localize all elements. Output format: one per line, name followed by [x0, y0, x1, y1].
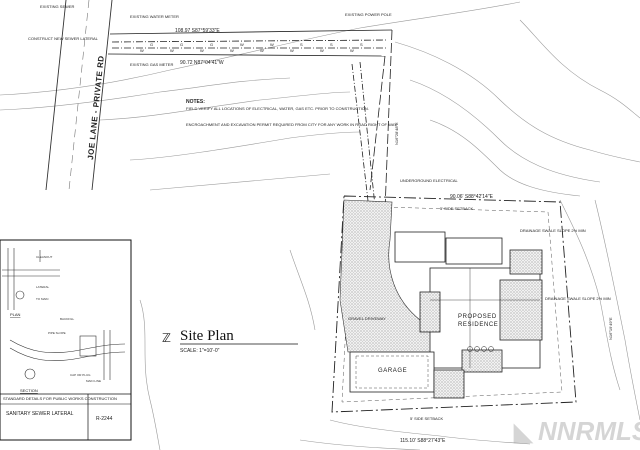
label-existing-sewer: EXISTING SEWER [40, 4, 75, 9]
property-lot [331, 195, 577, 413]
watermark-logo-icon: ◣ [513, 419, 534, 446]
detail-title: SANITARY SEWER LATERAL [6, 411, 74, 417]
detail-number: R-2244 [96, 416, 113, 422]
svg-text:W: W [140, 48, 144, 53]
note-1: FIELD VERIFY ALL LOCATIONS OF ELECTRICAL… [186, 106, 369, 111]
svg-text:PIPE SLOPE: PIPE SLOPE [48, 331, 66, 335]
label-proposed: PROPOSED [458, 314, 497, 320]
notes-block: NOTES: FIELD VERIFY ALL LOCATIONS OF ELE… [186, 99, 397, 127]
title-block: ℤ Site Plan SCALE: 1"=10'-0" [162, 328, 298, 354]
watermark: ◣ NNRMLS [513, 416, 640, 446]
label-setback-top: 5' SIDE SETBACK [440, 206, 474, 211]
label-gravel-driveway: GRAVEL DRIVEWAY [348, 316, 386, 321]
label-power-pole: EXISTING POWER POLE [345, 12, 392, 17]
svg-text:W: W [170, 48, 174, 53]
svg-text:CLEANOUT: CLEANOUT [36, 255, 53, 259]
bearing-lot-bottom: 115.10' S88°27'43"E [400, 438, 446, 444]
label-drainage-swale-1: DRAINAGE SWALE SLOPE 2% MIN [520, 228, 586, 233]
svg-text:W: W [270, 42, 274, 47]
label-garage: GARAGE [378, 368, 407, 374]
bearing-right: N16°19'49"E [608, 317, 613, 340]
north-arrow-icon: ℤ [162, 331, 171, 345]
site-plan-scale: SCALE: 1"=10'-0" [180, 348, 220, 354]
label-gas-meter: EXISTING GAS METER [130, 62, 173, 67]
detail-header: STANDARD DETAILS FOR PUBLIC WORKS CONSTR… [3, 396, 117, 401]
road [45, 0, 113, 191]
garage [349, 351, 465, 399]
label-water-meter: EXISTING WATER METER [130, 14, 179, 19]
bearing-left: N16°28'48"E [394, 122, 399, 145]
label-underground-electrical: UNDERGROUND ELECTRICAL [400, 178, 459, 183]
notes-heading: NOTES: [186, 99, 205, 105]
svg-text:S: S [360, 42, 363, 47]
svg-text:LATERAL: LATERAL [36, 285, 49, 289]
residence [394, 231, 543, 373]
sewer-detail-panel: CLEANOUT LATERAL TO MAIN BACKFILL PIPE SLO… [0, 239, 132, 441]
residence-fixtures [467, 346, 494, 352]
bearing-top-south: 90.72 N87°04'41"W [180, 60, 224, 66]
watermark-text: NNRMLS [538, 416, 640, 446]
svg-text:W: W [290, 48, 294, 53]
svg-text:W: W [200, 48, 204, 53]
svg-text:BACKFILL: BACKFILL [60, 317, 75, 321]
label-construct-sewer: CONSTRUCT NEW SEWER LATERAL [28, 36, 99, 41]
note-2: ENCROACHMENT AND EXCAVATION PERMIT REQUI… [186, 122, 397, 127]
svg-text:G: G [150, 42, 153, 47]
detail-plan-label: PLAN [10, 312, 21, 317]
svg-text:W: W [260, 48, 264, 53]
label-residence: RESIDENCE [458, 322, 498, 328]
svg-text:W: W [350, 48, 354, 53]
svg-text:S: S [300, 42, 303, 47]
bearing-lot-top: 90.06' S88°42'14"E [450, 194, 494, 200]
site-plan-title: Site Plan [180, 328, 234, 344]
svg-text:MAIN LINE: MAIN LINE [86, 379, 101, 383]
svg-text:S: S [330, 42, 333, 47]
road-name-label: JOE LANE - PRIVATE RD [86, 55, 106, 160]
svg-text:W: W [240, 42, 244, 47]
svg-text:CAP OR PLUG: CAP OR PLUG [70, 373, 91, 377]
label-drainage-swale-2: DRAINAGE SWALE SLOPE 2% MIN [545, 296, 611, 301]
svg-text:W: W [320, 48, 324, 53]
svg-text:G: G [210, 42, 213, 47]
svg-text:W: W [230, 48, 234, 53]
svg-text:G: G [180, 42, 183, 47]
bearing-top-north: 108.97 S87°59'33"E [175, 28, 220, 34]
label-setback-bottom: 5' SIDE SETBACK [410, 416, 444, 421]
detail-section-label: SECTION [20, 388, 38, 393]
svg-text:TO MAIN: TO MAIN [36, 297, 48, 301]
